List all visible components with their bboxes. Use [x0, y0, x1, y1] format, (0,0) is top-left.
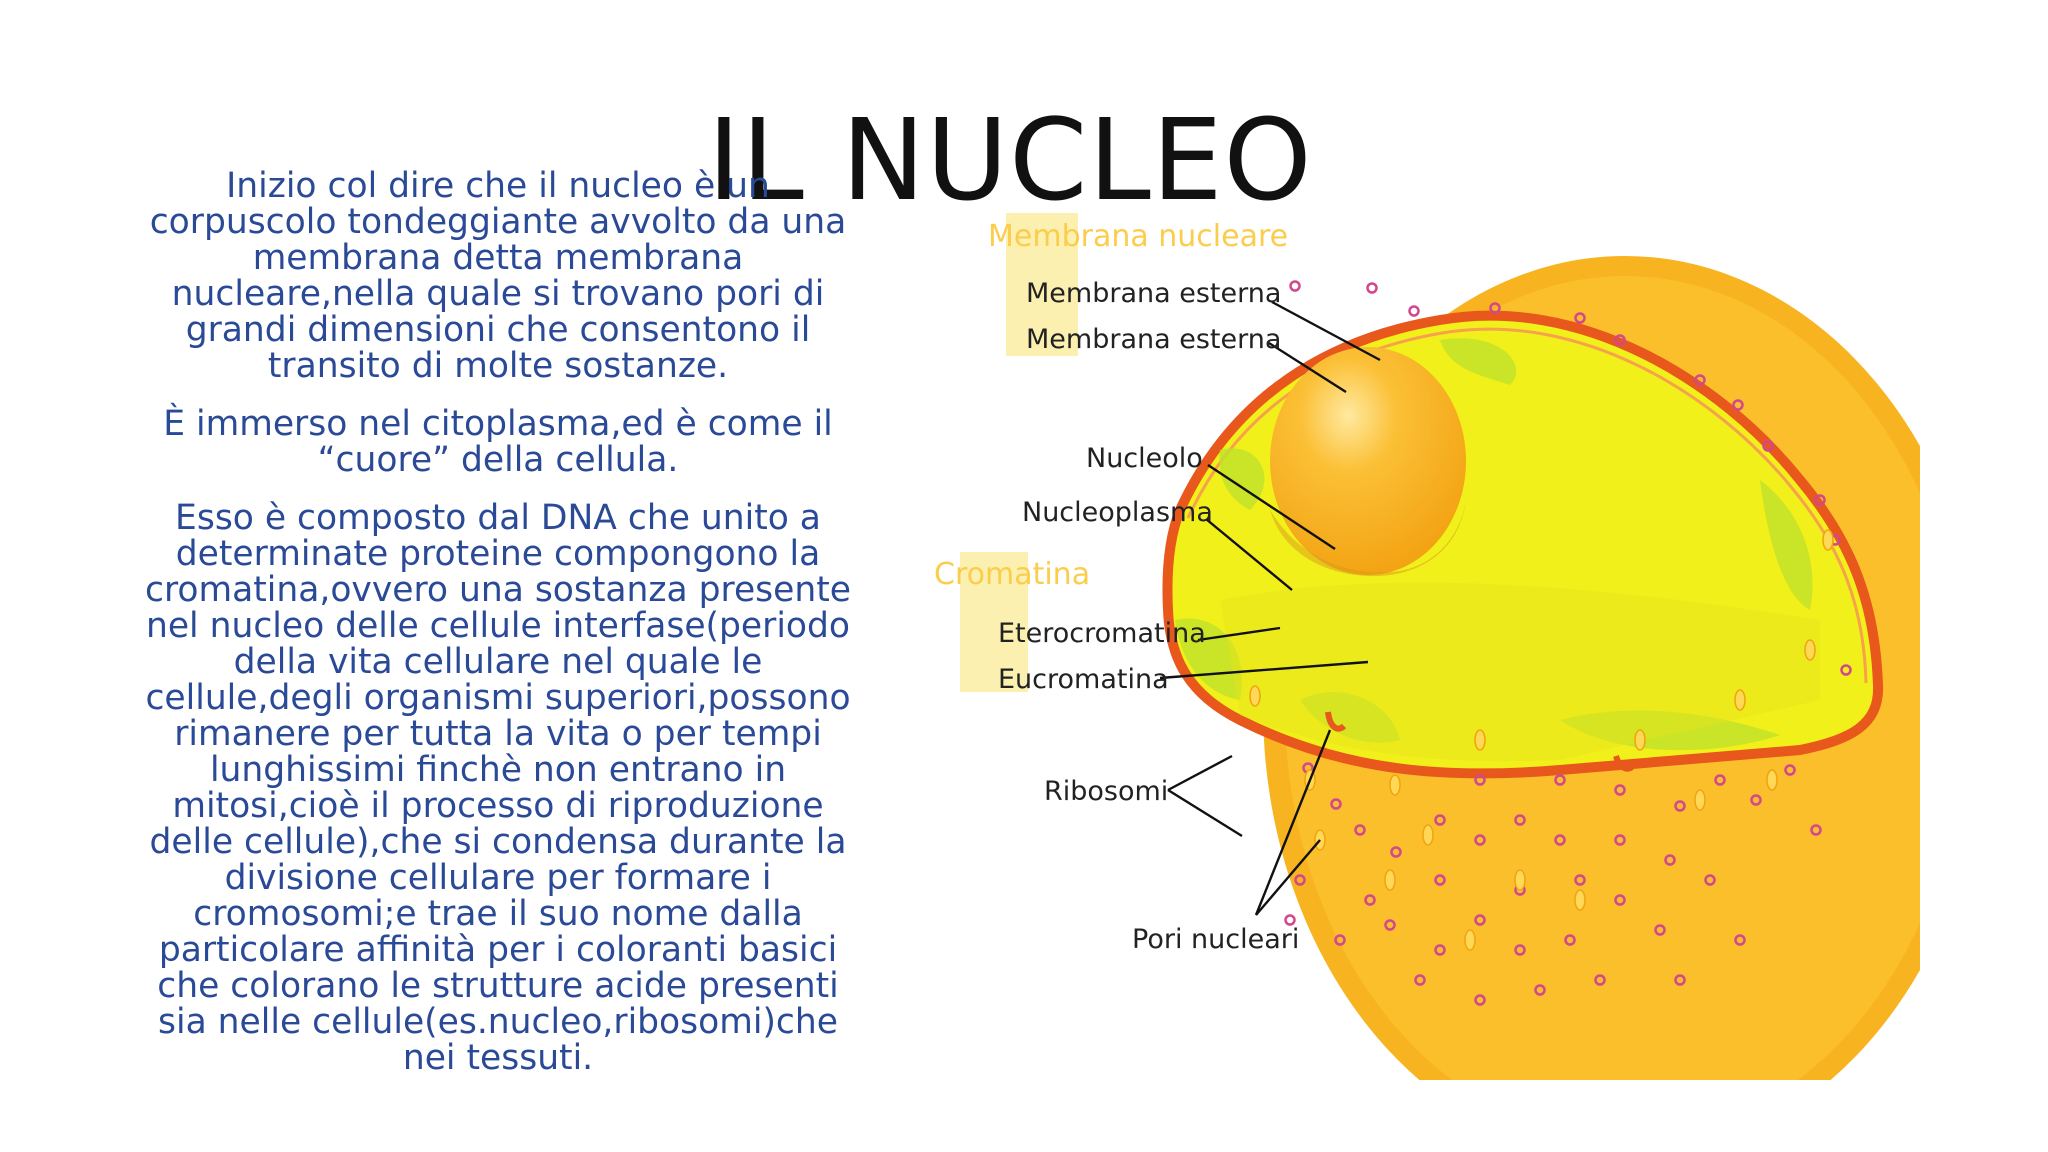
ribosome — [1364, 894, 1376, 906]
ribosome — [1614, 334, 1626, 346]
vesicle — [1734, 689, 1746, 711]
ribosome — [1840, 664, 1852, 676]
ribosome — [1514, 944, 1526, 956]
membrana-highlight-bar — [1006, 213, 1078, 356]
ribosome — [1732, 399, 1744, 411]
paragraph-nucleo-intro: Inizio col dire che il nucleo è un corpu… — [149, 166, 847, 386]
ribosome — [1814, 494, 1826, 506]
ribosome — [1614, 834, 1626, 846]
ribosome — [1330, 798, 1342, 810]
ribosome — [1384, 919, 1396, 931]
nucleolus — [1270, 347, 1466, 575]
vesicle — [1389, 774, 1401, 796]
ribosome — [1474, 914, 1486, 926]
cromatina-highlight-bar — [960, 552, 1028, 692]
nucleoplasm-shade — [1220, 582, 1820, 762]
ribosome — [1574, 312, 1586, 324]
ribosome — [1390, 846, 1402, 858]
ribosome — [1414, 974, 1426, 986]
ribosome — [1564, 934, 1576, 946]
ribosome — [1654, 924, 1666, 936]
paragraph-citoplasma: È immerso nel citoplasma,ed è come il “c… — [163, 404, 833, 480]
ribosome — [1434, 814, 1446, 826]
ribosome — [1474, 774, 1486, 786]
ribosome — [1474, 994, 1486, 1006]
label-cromatina: Cromatina — [934, 557, 1090, 592]
page-title: IL NUCLEO — [707, 96, 1313, 227]
ribosome — [1289, 280, 1301, 292]
chromatin-patch — [1760, 480, 1813, 610]
label-nucleoplasma: Nucleoplasma — [1022, 497, 1213, 528]
ribosome — [1354, 824, 1366, 836]
nuclear-pore — [1613, 754, 1637, 772]
chromatin-patch — [1560, 710, 1780, 751]
ribosome — [1534, 984, 1546, 996]
ribosome — [1574, 874, 1586, 886]
ribosome — [1750, 794, 1762, 806]
ribosome — [1514, 814, 1526, 826]
vesicle — [1766, 769, 1778, 791]
ribosome — [1334, 934, 1346, 946]
chromatin-patch — [1300, 692, 1400, 743]
vesicle — [1804, 639, 1816, 661]
ribosome — [1704, 874, 1716, 886]
nuclear-pore — [1325, 711, 1347, 732]
vesicle — [1422, 824, 1434, 846]
ribosome — [1810, 824, 1822, 836]
ribosome — [1614, 784, 1626, 796]
ribosome — [1714, 774, 1726, 786]
ribosome — [1366, 282, 1378, 294]
ribosome — [1284, 914, 1296, 926]
vesicle — [1694, 789, 1706, 811]
ribosome — [1474, 834, 1486, 846]
label-ribosomi: Ribosomi — [1044, 776, 1168, 807]
vesicle — [1514, 869, 1526, 891]
ribosome — [1674, 974, 1686, 986]
vesicle — [1384, 869, 1396, 891]
label-nucleolo: Nucleolo — [1086, 443, 1203, 474]
ribosome — [1554, 774, 1566, 786]
ribosome — [1594, 974, 1606, 986]
ribosome — [1554, 834, 1566, 846]
nucleus-diagram: Membrana nucleare Membrana esterna Membr… — [934, 213, 1920, 1080]
ribosome — [1784, 764, 1796, 776]
vesicle — [1249, 685, 1261, 707]
ribosome — [1664, 854, 1676, 866]
ribosome — [1674, 800, 1686, 812]
ribosome — [1614, 894, 1626, 906]
ribosome — [1762, 440, 1774, 452]
paragraph-cromatina: Esso è composto dal DNA che unito a dete… — [144, 498, 852, 1078]
ribosome — [1434, 944, 1446, 956]
vesicle — [1822, 529, 1834, 551]
ribosome — [1694, 374, 1706, 386]
body-text: Inizio col dire che il nucleo è un corpu… — [128, 168, 868, 1098]
ribosome — [1734, 934, 1746, 946]
vesicle — [1574, 889, 1586, 911]
label-membrana-esterna-2: Membrana esterna — [1026, 324, 1281, 355]
ribosome — [1408, 305, 1420, 317]
leader-lines — [1159, 300, 1381, 916]
ribosome — [1489, 302, 1501, 314]
ribosome — [1434, 874, 1446, 886]
chromatin-patch — [1175, 618, 1242, 700]
label-eterocromatina: Eterocromatina — [998, 618, 1206, 649]
ribosome — [1294, 874, 1306, 886]
chromatin-patch — [1440, 338, 1517, 385]
vesicle — [1464, 929, 1476, 951]
vesicle — [1474, 729, 1486, 751]
label-eucromatina: Eucromatina — [998, 664, 1169, 695]
vesicle — [1634, 729, 1646, 751]
label-pori-nucleari: Pori nucleari — [1132, 924, 1299, 955]
label-membrana-nucleare: Membrana nucleare — [988, 219, 1288, 254]
label-membrana-esterna-1: Membrana esterna — [1026, 278, 1281, 309]
